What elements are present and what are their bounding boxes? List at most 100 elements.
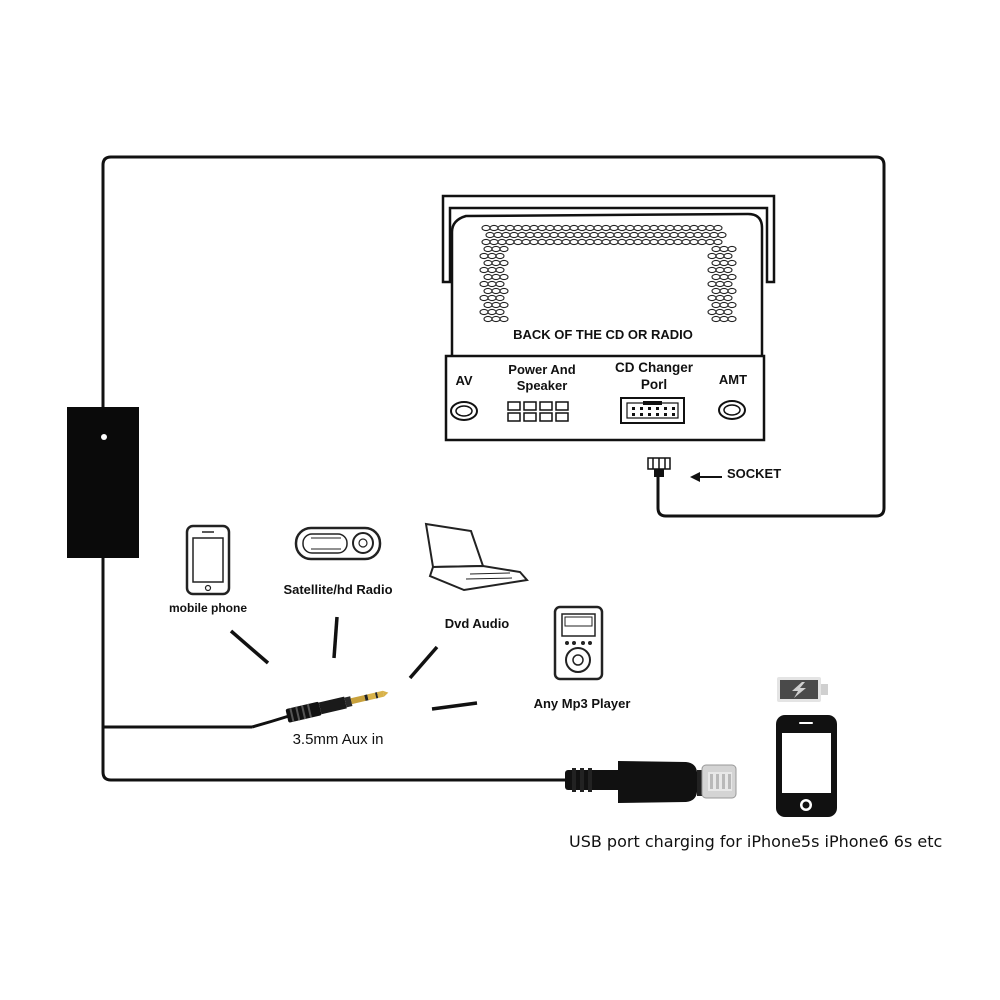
grille-hole (637, 231, 647, 239)
grille-hole (649, 224, 659, 232)
satellite-radio-icon (294, 526, 382, 561)
grille-hole (727, 245, 737, 253)
grille-hole (727, 287, 737, 295)
grille-hole (491, 301, 501, 309)
grille-hole (719, 273, 729, 281)
grille-hole (545, 238, 555, 246)
grille-hole (537, 224, 547, 232)
satellite-radio-label: Satellite/hd Radio (283, 582, 392, 597)
grille-hole (689, 238, 699, 246)
grille-hole (565, 231, 575, 239)
grille-hole (569, 238, 579, 246)
dvd-audio-label: Dvd Audio (445, 616, 510, 631)
grille-hole (719, 315, 729, 323)
grille-hole (669, 231, 679, 239)
grille-hole (487, 294, 497, 302)
grille-hole (609, 238, 619, 246)
grille-hole (705, 224, 715, 232)
grille-hole (609, 224, 619, 232)
grille-hole (617, 238, 627, 246)
grille-hole (723, 266, 733, 274)
grille-hole (723, 252, 733, 260)
grille-hole (621, 231, 631, 239)
grille-hole (537, 238, 547, 246)
grille-hole (479, 294, 489, 302)
grille-hole (657, 224, 667, 232)
grille-hole (711, 301, 721, 309)
grille-hole (715, 252, 725, 260)
grille-hole (677, 231, 687, 239)
smartphone-icon (185, 524, 231, 596)
grille-hole (713, 224, 723, 232)
grille-hole (593, 224, 603, 232)
grille-hole (661, 231, 671, 239)
grille-hole (561, 238, 571, 246)
grille-hole (711, 259, 721, 267)
grille-hole (483, 273, 493, 281)
grille-hole (713, 238, 723, 246)
power-speaker-port (507, 401, 569, 422)
grille-hole (715, 308, 725, 316)
grille-hole (641, 238, 651, 246)
socket-connector (647, 457, 671, 477)
grille-hole (601, 224, 611, 232)
grille-hole (545, 224, 555, 232)
grille-hole (499, 315, 509, 323)
grille-hole (681, 224, 691, 232)
grille-hole (577, 224, 587, 232)
grille-hole (549, 231, 559, 239)
grille-hole (711, 245, 721, 253)
power-label-2: Speaker (517, 378, 568, 393)
grille-hole (483, 315, 493, 323)
grille-hole (585, 224, 595, 232)
grille-hole (513, 224, 523, 232)
grille-hole (481, 224, 491, 232)
grille-hole (727, 259, 737, 267)
grille-hole (697, 238, 707, 246)
cd-changer-label-2: Porl (641, 377, 667, 392)
grille-hole (509, 231, 519, 239)
interface-module-box (67, 407, 139, 558)
grille-hole (499, 273, 509, 281)
grille-hole (557, 231, 567, 239)
aux-label: 3.5mm Aux in (293, 731, 384, 748)
socket-arrow (690, 472, 722, 482)
grille-hole (499, 287, 509, 295)
grille-hole (505, 224, 515, 232)
grille-hole (719, 259, 729, 267)
iphone-icon (776, 715, 837, 817)
grille-hole (593, 238, 603, 246)
grille-hole (673, 238, 683, 246)
grille-hole (689, 224, 699, 232)
grille-hole (505, 238, 515, 246)
radio-grille (479, 224, 737, 323)
mp3-player-label: Any Mp3 Player (534, 696, 631, 711)
grille-hole (715, 266, 725, 274)
av-label: AV (455, 373, 472, 388)
grille-hole (719, 287, 729, 295)
grille-hole (613, 231, 623, 239)
grille-hole (705, 238, 715, 246)
grille-hole (499, 259, 509, 267)
grille-hole (481, 238, 491, 246)
grille-hole (489, 224, 499, 232)
grille-hole (487, 252, 497, 260)
grille-hole (707, 308, 717, 316)
grille-hole (711, 273, 721, 281)
usb-caption: USB port charging for iPhone5s iPhone6 6… (569, 832, 942, 851)
grille-hole (521, 238, 531, 246)
grille-hole (717, 231, 727, 239)
grille-hole (573, 231, 583, 239)
grille-hole (497, 238, 507, 246)
grille-hole (495, 252, 505, 260)
grille-hole (499, 301, 509, 309)
grille-hole (569, 224, 579, 232)
grille-hole (633, 224, 643, 232)
grille-hole (541, 231, 551, 239)
grille-hole (585, 238, 595, 246)
grille-hole (653, 231, 663, 239)
grille-hole (701, 231, 711, 239)
grille-hole (625, 224, 635, 232)
grille-hole (709, 231, 719, 239)
grille-hole (533, 231, 543, 239)
